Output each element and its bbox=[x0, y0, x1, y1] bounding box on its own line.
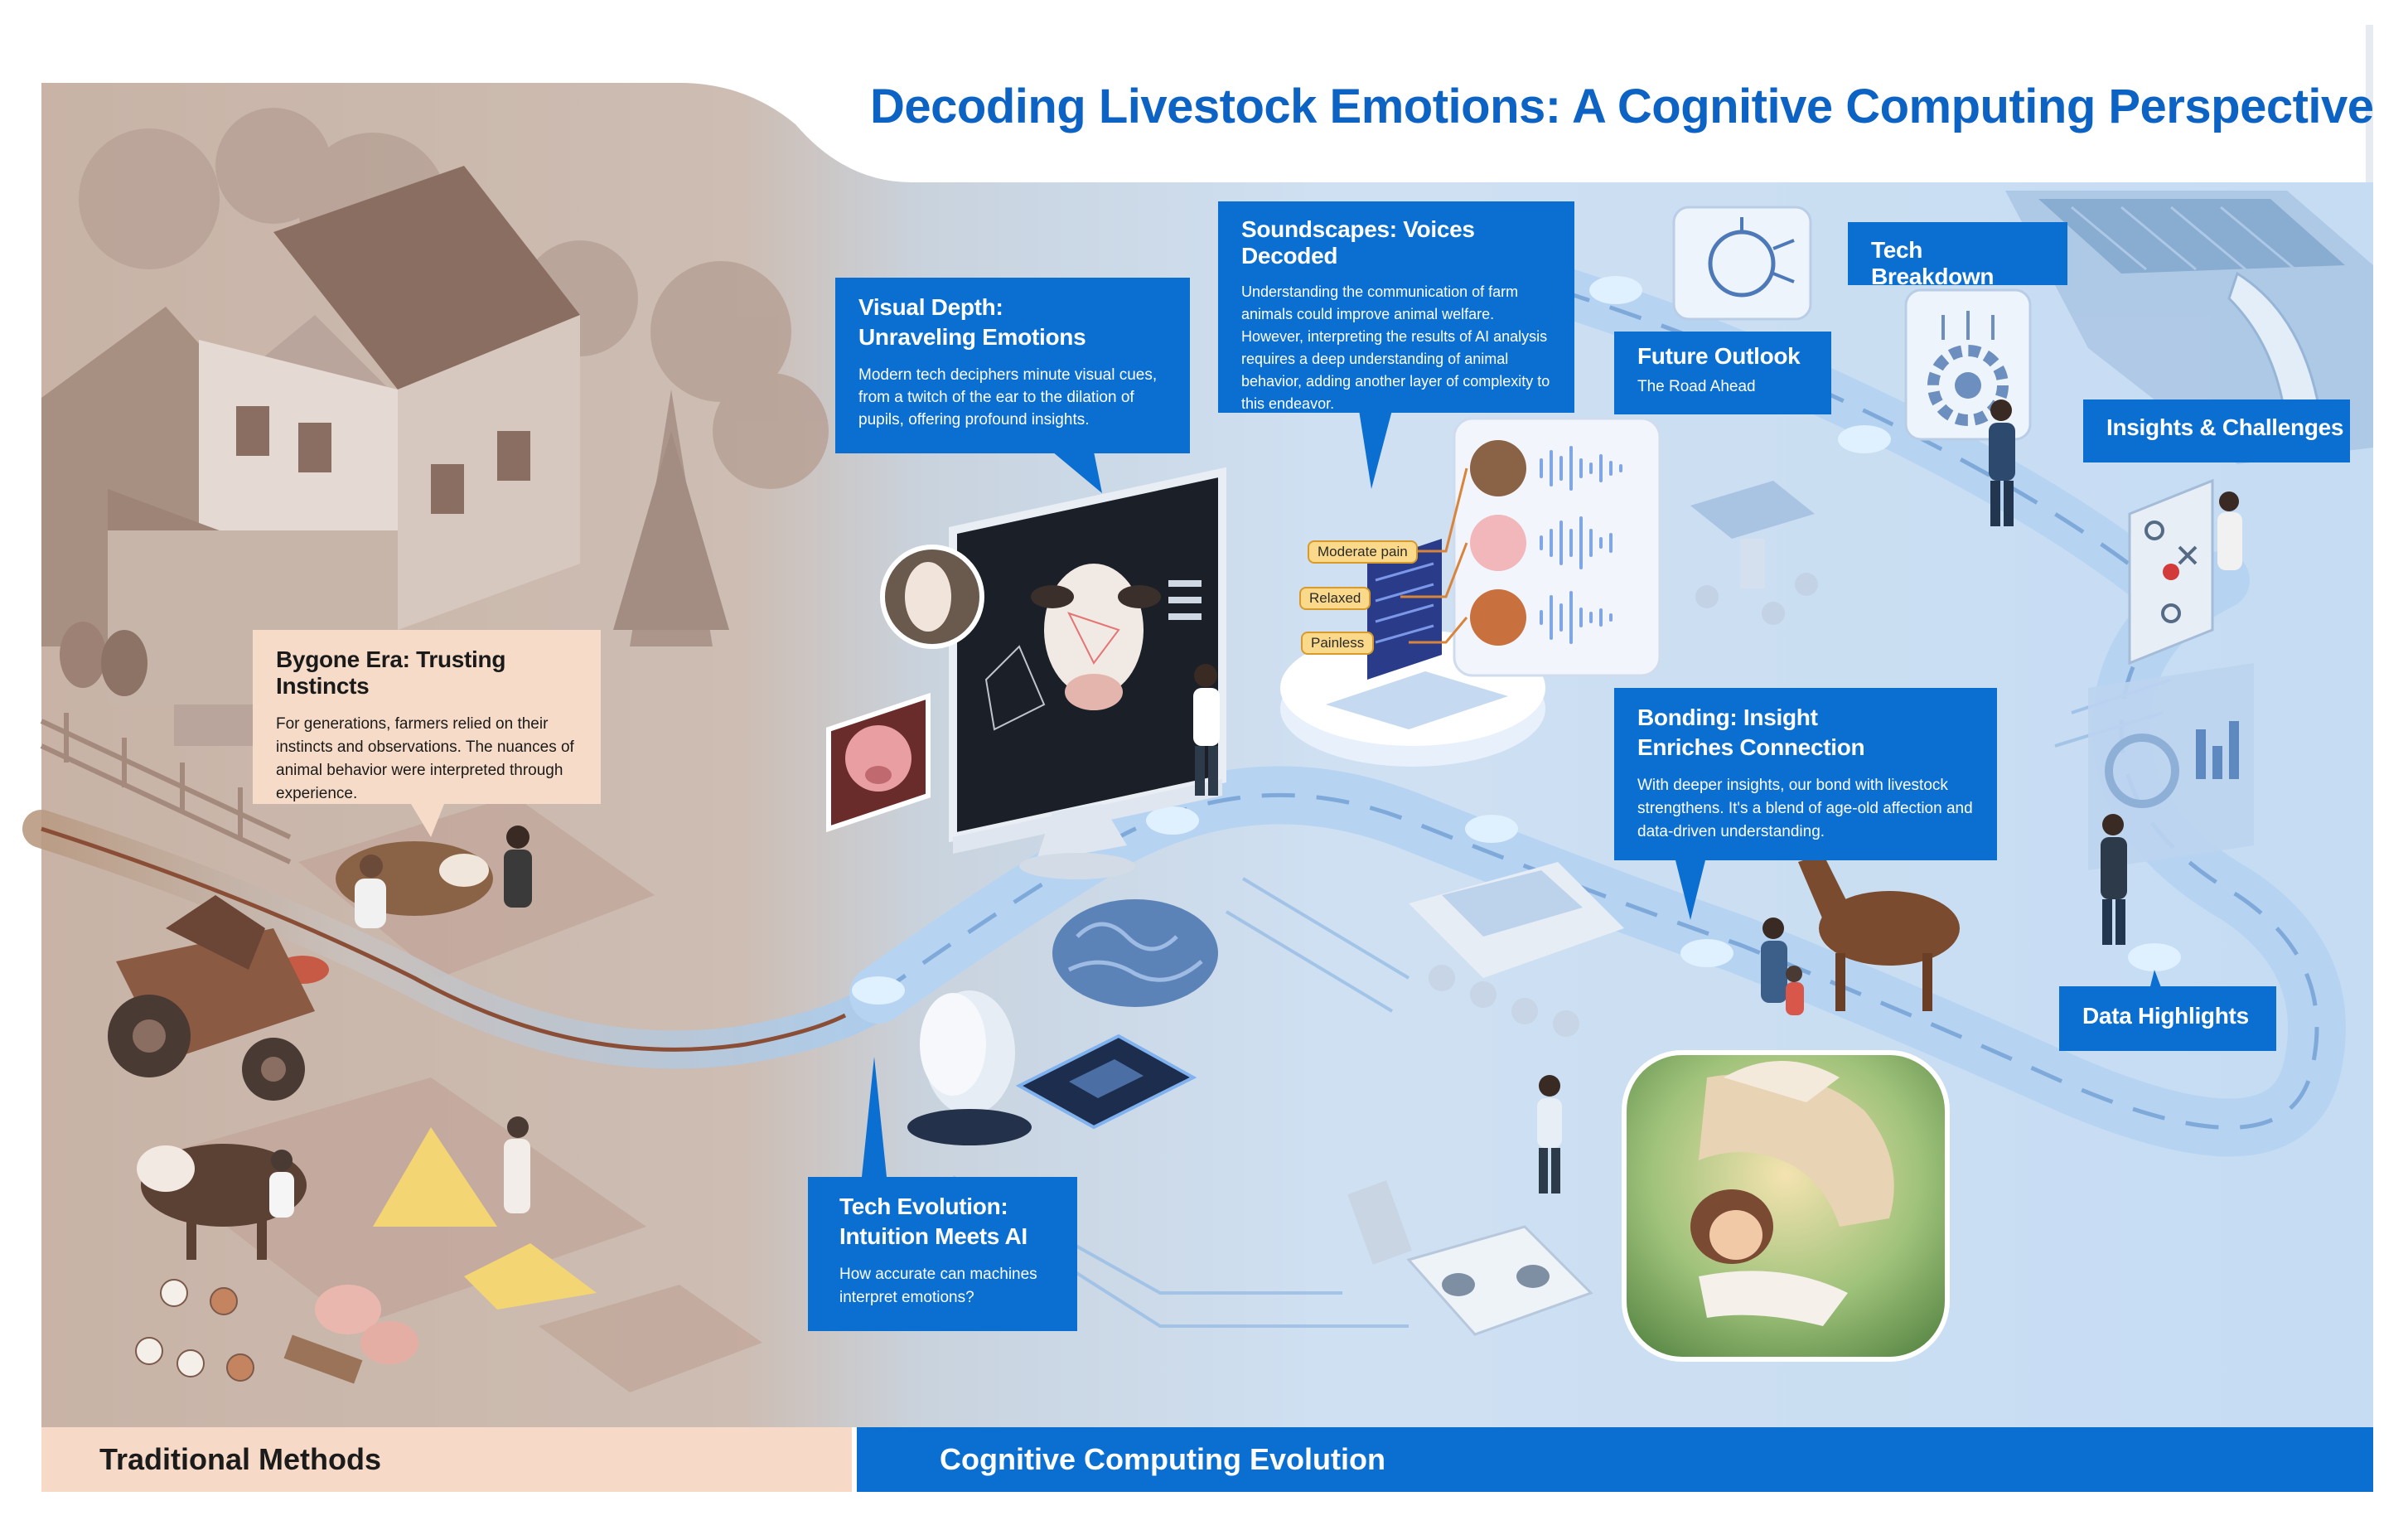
callout-body: For generations, farmers relied on their… bbox=[276, 715, 574, 802]
chickens bbox=[135, 1279, 254, 1382]
solar-building bbox=[2005, 191, 2373, 464]
callout-body: How accurate can machines interpret emot… bbox=[839, 1266, 1037, 1306]
tractor bbox=[108, 895, 315, 1101]
girl-with-horse-photo bbox=[1622, 1050, 1950, 1362]
callout-heading: Data Highlights bbox=[2082, 1003, 2249, 1029]
callout-bonding: Bonding: Insight Enriches Connection Wit… bbox=[1614, 688, 1997, 860]
fence bbox=[40, 713, 292, 864]
strategy-board bbox=[2128, 478, 2214, 666]
footer-label: Cognitive Computing Evolution bbox=[940, 1442, 1385, 1476]
solar-rover bbox=[1690, 481, 1818, 625]
business-people bbox=[1989, 399, 2242, 945]
animal-photo-pig bbox=[826, 692, 931, 833]
callout-heading-line1: Visual Depth: bbox=[858, 294, 1003, 320]
ai-brain-icon-card bbox=[1672, 206, 1812, 321]
hay-piles bbox=[373, 1127, 597, 1310]
callout-heading: Tech Breakdown bbox=[1871, 237, 1995, 289]
callout-tech-breakdown: Tech Breakdown bbox=[1848, 222, 2067, 289]
sound-analysis-platform bbox=[1280, 417, 1661, 767]
callout-heading: Future Outlook bbox=[1637, 343, 1801, 369]
emotion-tag-painless: Painless bbox=[1301, 632, 1375, 655]
data-dashboard bbox=[2088, 663, 2254, 870]
cpu-chip bbox=[1015, 1034, 1197, 1130]
callout-heading: Bygone Era: Trusting Instincts bbox=[276, 646, 506, 699]
engineer-with-laptop bbox=[1537, 1075, 1562, 1193]
road-left-line bbox=[41, 826, 847, 1052]
scientist-with-tablet bbox=[1193, 664, 1220, 796]
callout-data-highlights: Data Highlights bbox=[2059, 986, 2276, 1051]
horse-and-family bbox=[1761, 854, 1960, 1015]
callout-visual-depth: Visual Depth: Unraveling Emotions Modern… bbox=[835, 278, 1190, 453]
callout-soundscapes: Soundscapes: Voices Decoded Understandin… bbox=[1218, 201, 1574, 413]
callout-subtitle: The Road Ahead bbox=[1637, 378, 1756, 395]
footer-cognitive-computing: Cognitive Computing Evolution bbox=[857, 1427, 2373, 1492]
emotion-tag-relaxed: Relaxed bbox=[1299, 587, 1371, 610]
gear-icon-card bbox=[1904, 288, 2032, 441]
computer-monitor bbox=[949, 467, 1226, 879]
callout-pointers bbox=[406, 410, 2167, 1177]
callout-body: Modern tech deciphers minute visual cues… bbox=[858, 366, 1158, 428]
callout-heading-line1: Bonding: Insight bbox=[1637, 704, 1818, 730]
callout-body: With deeper insights, our bond with live… bbox=[1637, 777, 1973, 840]
callout-heading-line2: Unraveling Emotions bbox=[858, 324, 1086, 350]
ai-brain bbox=[1052, 899, 1218, 1007]
callout-heading: Soundscapes: Voices Decoded bbox=[1241, 216, 1475, 269]
robot-cow bbox=[1347, 1180, 1593, 1336]
ai-head bbox=[907, 990, 1032, 1145]
callout-future-outlook: Future Outlook The Road Ahead bbox=[1614, 332, 1831, 414]
header-right-border bbox=[2366, 25, 2373, 182]
callout-heading: Insights & Challenges bbox=[2106, 414, 2344, 440]
callout-heading-line2: Enriches Connection bbox=[1637, 734, 1865, 760]
footer-traditional-methods: Traditional Methods bbox=[41, 1427, 852, 1492]
callout-body: Understanding the communication of farm … bbox=[1241, 283, 1550, 412]
callout-insights-challenges: Insights & Challenges bbox=[2083, 399, 2350, 462]
callout-tech-evolution: Tech Evolution: Intuition Meets AI How a… bbox=[808, 1177, 1077, 1331]
callout-heading-line1: Tech Evolution: bbox=[839, 1193, 1008, 1219]
farm-robot-vehicle bbox=[1409, 862, 1624, 1037]
callout-bygone-era: Bygone Era: Trusting Instincts For gener… bbox=[253, 630, 601, 804]
animal-photo-cow bbox=[880, 545, 984, 649]
road-upper-lane bbox=[1557, 288, 2173, 598]
page-title: Decoding Livestock Emotions: A Cognitive… bbox=[870, 80, 2374, 133]
footer-label: Traditional Methods bbox=[99, 1442, 382, 1476]
farmers bbox=[269, 826, 532, 1218]
emotion-tag-moderate-pain: Moderate pain bbox=[1308, 540, 1418, 564]
callout-heading-line2: Intuition Meets AI bbox=[839, 1223, 1028, 1249]
